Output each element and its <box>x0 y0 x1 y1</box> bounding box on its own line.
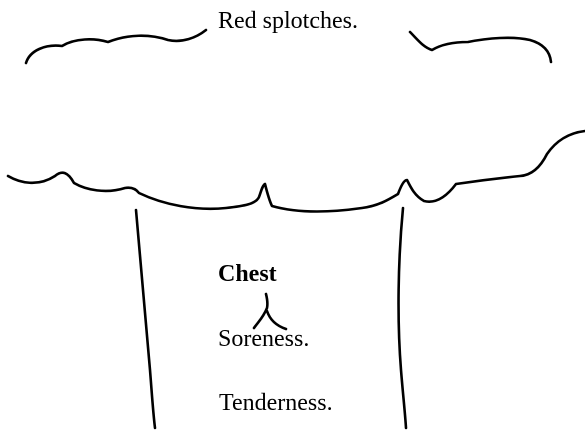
top-outline-left <box>26 30 206 63</box>
red-splotches-label: Red splotches. <box>218 8 358 35</box>
symptom-tenderness-label: Tenderness. <box>219 390 333 417</box>
chest-bracket <box>254 294 286 329</box>
lower-outline <box>8 131 585 212</box>
symptom-soreness-label: Soreness. <box>218 326 309 353</box>
top-outline-right <box>410 32 551 62</box>
torso-right-line <box>399 208 406 428</box>
chest-label: Chest <box>218 261 277 288</box>
torso-left-line <box>136 210 155 428</box>
